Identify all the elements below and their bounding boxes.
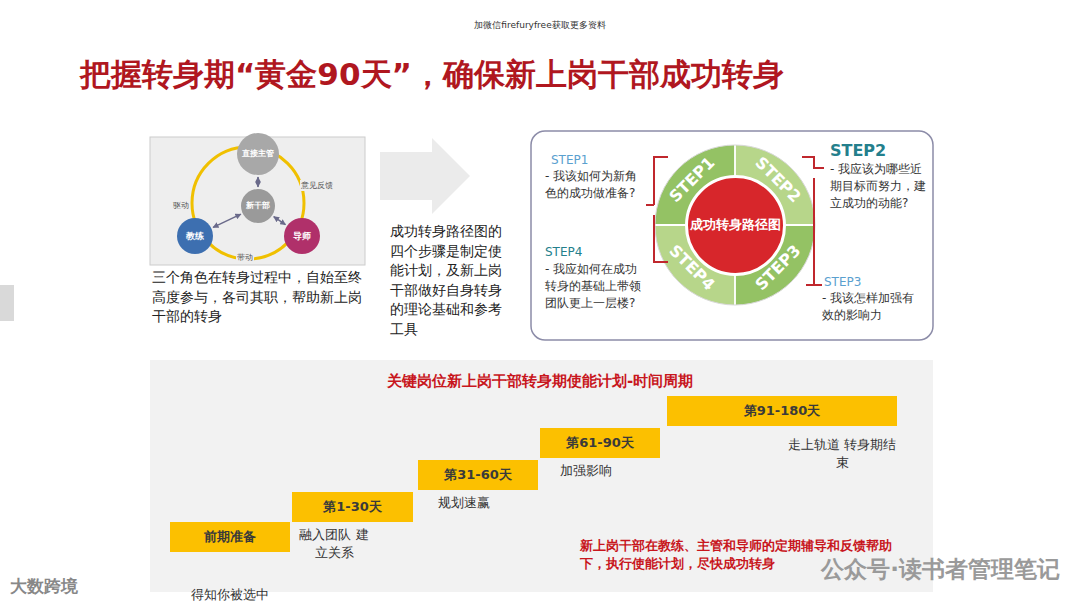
connector	[274, 217, 286, 225]
note-text: 意见反馈	[300, 180, 334, 191]
note-text: - 我应该为哪些近期目标而努力，建立成功的动能?	[830, 161, 926, 211]
note-text: 三个角色在转身过程中，自始至终高度参与，各司其职，帮助新上岗干部的转身	[152, 268, 364, 327]
circle-text: 教练	[186, 231, 204, 242]
path-panel	[531, 131, 933, 340]
role-circle: 教练	[177, 218, 213, 254]
page-title: 把握转身期“黄金90天”，确保新上岗干部成功转身	[80, 54, 784, 94]
connector	[213, 214, 241, 227]
image-frame	[150, 137, 365, 265]
flow-arrow	[380, 138, 470, 214]
circle-text: 直接主管	[242, 149, 274, 159]
phase-note: 融入团队 建立关系	[298, 526, 370, 562]
watermark: 加微信firefuryfree获取更多资料	[340, 19, 740, 32]
timeline-bar: 前期准备得知你被选中	[170, 522, 290, 552]
note-text: - 我应如何在成功转身的基础上带领团队更上一层楼?	[545, 261, 649, 311]
bar-label: 第91-180天	[744, 402, 821, 420]
watermark: 大数跨境	[10, 575, 150, 599]
role-circle: 直接主管	[237, 133, 279, 175]
note-text: 驱动	[172, 200, 190, 211]
timeline-panel	[150, 360, 933, 592]
timeline-bar: 第31-60天规划速赢	[418, 460, 538, 490]
role-circle: 导师	[284, 218, 320, 254]
timeline-bar: 第91-180天走上轨道 转身期结束	[667, 396, 897, 426]
note-text: STEP2	[830, 140, 930, 162]
note-text: STEP1	[551, 152, 651, 169]
bar-label: 第61-90天	[566, 434, 634, 452]
note-text: STEP3	[824, 274, 924, 291]
note-text: - 我该怎样加强有效的影响力	[822, 290, 922, 324]
bracket	[646, 157, 668, 205]
phase-note: 得知你被选中	[170, 586, 290, 604]
circle-text: 新干部	[246, 201, 270, 211]
timeline-bar: 第1-30天融入团队 建立关系	[292, 492, 413, 522]
phase-note: 加强影响	[546, 462, 626, 480]
circle-text: 成功转身路径图	[690, 217, 781, 233]
center-circle: 成功转身路径图	[685, 175, 786, 276]
bar-label: 第1-30天	[323, 498, 382, 516]
bracket	[802, 157, 824, 168]
step-ring	[655, 145, 815, 305]
phase-note: 走上轨道 转身期结束	[787, 436, 897, 472]
role-circle: 新干部	[241, 189, 275, 223]
note-text: STEP4	[545, 244, 645, 261]
timeline-bar: 第61-90天加强影响	[540, 428, 660, 458]
circle-text: 导师	[293, 231, 311, 242]
note-text: 关键岗位新上岗干部转身期使能计划-时间周期	[300, 371, 780, 392]
note-text: - 我该如何为新角色的成功做准备?	[545, 168, 649, 202]
bar-label: 第31-60天	[444, 466, 512, 484]
connector	[257, 177, 259, 187]
note-text: 成功转身路径图的四个步骤是制定使能计划，及新上岗干部做好自身转身的理论基础和参考…	[390, 222, 506, 340]
ring-outline	[655, 145, 815, 305]
side-tab	[0, 285, 14, 321]
bracket	[806, 178, 822, 285]
phase-note: 规划速赢	[424, 494, 504, 512]
bar-label: 前期准备	[204, 528, 256, 546]
watermark: 公众号·读书者管理笔记	[745, 553, 1060, 585]
note-text: 带动	[236, 252, 254, 263]
